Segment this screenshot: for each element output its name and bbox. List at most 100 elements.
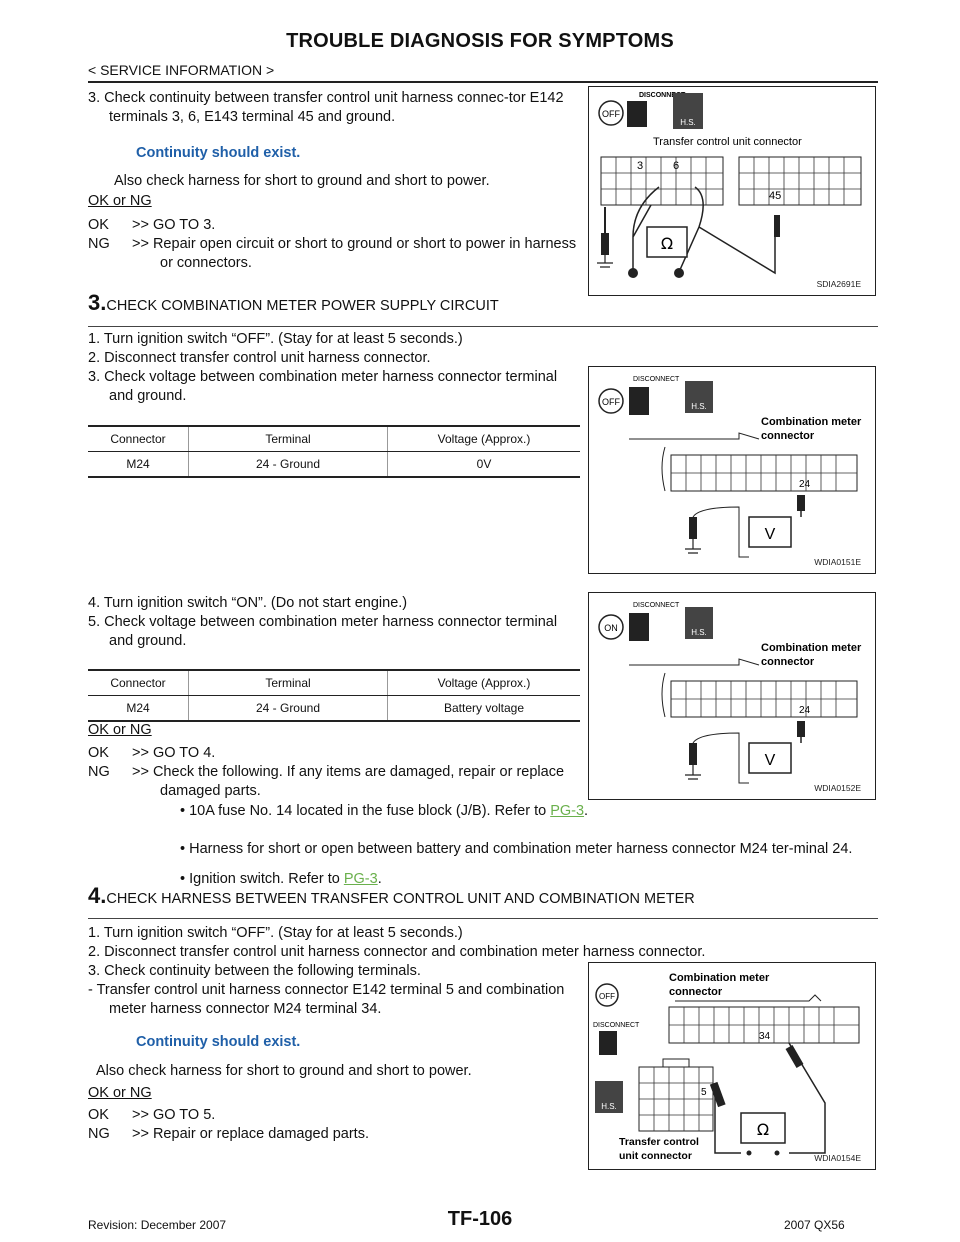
step3-number: 3.	[88, 290, 107, 315]
label-combination-meter: Combination meter	[761, 642, 862, 654]
terminal-24: 24	[799, 479, 811, 490]
hs-label: H.S.	[691, 402, 707, 411]
diagram-voltage-on: ON DISCONNECT H.S. Combination meter con…	[598, 602, 862, 784]
ng-key: NG	[88, 764, 110, 780]
disconnect-label: DISCONNECT	[593, 1022, 640, 1029]
bullet-fuse-text: • 10A fuse No. 14 located in the fuse bl…	[180, 803, 551, 819]
step4-title: CHECK HARNESS BETWEEN TRANSFER CONTROL U…	[106, 891, 695, 907]
col-terminal: Terminal	[188, 425, 388, 452]
volt-symbol: V	[765, 752, 776, 769]
diagram-continuity: OFF DISCONNECT H.S. Transfer control uni…	[597, 92, 862, 278]
step4-number: 4.	[88, 883, 107, 908]
label-unit-connector: unit connector	[619, 1150, 692, 1162]
cell-terminal: 24 - Ground	[188, 695, 388, 722]
terminal-6: 6	[673, 160, 679, 172]
disconnect-label: DISCONNECT	[633, 602, 680, 609]
terminal-3: 3	[637, 160, 643, 172]
ok-key: OK	[88, 745, 109, 761]
bullet-harness: • Harness for short or open between batt…	[180, 841, 853, 857]
figure-code: WDIA0151E	[814, 557, 861, 567]
figure-code: SDIA2691E	[816, 279, 861, 289]
step3-item2: 2. Disconnect transfer control unit harn…	[88, 350, 431, 366]
step3-item1: 1. Turn ignition switch “OFF”. (Stay for…	[88, 331, 463, 347]
diagram-harness-continuity: OFF DISCONNECT H.S. Combination meter co…	[593, 972, 860, 1162]
ohm-symbol: Ω	[661, 234, 673, 253]
continuity-spec: Continuity should exist.	[136, 145, 301, 161]
voltage-table-off: Connector Terminal Voltage (Approx.) M24…	[88, 425, 580, 478]
label-connector: connector	[669, 986, 723, 998]
ng-action: >> Repair open circuit or short to groun…	[132, 236, 577, 271]
figure-code: WDIA0152E	[814, 783, 861, 793]
step3-heading: 3.CHECK COMBINATION METER POWER SUPPLY C…	[88, 290, 499, 316]
step3-divider	[88, 326, 878, 327]
step4-item1: 1. Turn ignition switch “OFF”. (Stay for…	[88, 925, 463, 941]
bullet-ignition-text: • Ignition switch. Refer to	[180, 871, 344, 887]
step4-items: 1. Turn ignition switch “OFF”. (Stay for…	[88, 924, 878, 1019]
ng-key: NG	[88, 1126, 110, 1142]
off-label: OFF	[599, 992, 615, 1001]
step3-items-a: 1. Turn ignition switch “OFF”. (Stay for…	[88, 330, 578, 406]
hs-label: H.S.	[601, 1102, 617, 1111]
page-title: TROUBLE DIAGNOSIS FOR SYMPTOMS	[286, 30, 674, 52]
cell-connector: M24	[88, 695, 189, 722]
label-transfer-control: Transfer control	[619, 1136, 699, 1148]
terminal-45: 45	[769, 190, 781, 202]
cell-voltage: Battery voltage	[387, 695, 580, 722]
ohm-symbol: Ω	[757, 1120, 769, 1139]
continuity-spec: Continuity should exist.	[136, 1034, 301, 1050]
disconnect-label: DISCONNECT	[639, 92, 686, 99]
ng-action: >> Check the following. If any items are…	[132, 764, 565, 799]
figure-transfer-connector-continuity: OFF DISCONNECT H.S. Transfer control uni…	[588, 86, 876, 296]
volt-symbol: V	[765, 526, 776, 543]
step3-item5: 5. Check voltage between combination met…	[88, 614, 558, 649]
ng-action: >> Repair or replace damaged parts.	[132, 1126, 369, 1142]
header-divider	[88, 81, 878, 83]
connector-label: Transfer control unit connector	[653, 136, 802, 148]
cell-terminal: 24 - Ground	[188, 451, 388, 478]
bullet-fuse: • 10A fuse No. 14 located in the fuse bl…	[180, 803, 589, 819]
ok-action: >> GO TO 5.	[132, 1107, 216, 1123]
step2-item3: 3. Check continuity between transfer con…	[88, 90, 564, 125]
diagram-voltage-off: OFF DISCONNECT H.S. Combination meter co…	[598, 376, 862, 558]
hs-label: H.S.	[691, 628, 707, 637]
step3-item3: 3. Check voltage between combination met…	[88, 369, 558, 404]
label-connector: connector	[761, 656, 815, 668]
also-check-note: Also check harness for short to ground a…	[114, 173, 490, 189]
revision-date: Revision: December 2007	[88, 1218, 227, 1232]
ng-key: NG	[88, 236, 110, 252]
also-check-note: Also check harness for short to ground a…	[96, 1063, 472, 1079]
step4-item2: 2. Disconnect transfer control unit harn…	[88, 944, 706, 960]
step4-item3: 3. Check continuity between the followin…	[88, 963, 421, 979]
terminal-24: 24	[799, 705, 811, 716]
col-voltage: Voltage (Approx.)	[387, 425, 580, 452]
col-connector: Connector	[88, 669, 189, 696]
step4-heading: 4.CHECK HARNESS BETWEEN TRANSFER CONTROL…	[88, 883, 695, 909]
link-pg3-fuse[interactable]: PG-3	[550, 803, 585, 819]
ok-key: OK	[88, 217, 109, 233]
link-pg3-ignition[interactable]: PG-3	[343, 871, 378, 887]
figure-combination-meter-off: OFF DISCONNECT H.S. Combination meter co…	[588, 366, 876, 574]
figure-combination-meter-on: ON DISCONNECT H.S. Combination meter con…	[588, 592, 876, 800]
label-combination-meter: Combination meter	[669, 972, 770, 984]
breadcrumb: < SERVICE INFORMATION >	[88, 62, 275, 78]
voltage-table-on: Connector Terminal Voltage (Approx.) M24…	[88, 669, 580, 722]
figure-transfer-to-meter-continuity: OFF DISCONNECT H.S. Combination meter co…	[588, 962, 876, 1170]
step4-item4: - Transfer control unit harness connecto…	[88, 982, 565, 1017]
col-voltage: Voltage (Approx.)	[387, 669, 580, 696]
step2-results: OK >> GO TO 3. NG >> Repair open circuit o…	[88, 216, 578, 273]
hs-label: H.S.	[680, 118, 696, 127]
ok-key: OK	[88, 1107, 109, 1123]
cell-connector: M24	[88, 451, 189, 478]
cell-voltage: 0V	[387, 451, 580, 478]
step3-item4: 4. Turn ignition switch “ON”. (Do not st…	[88, 595, 408, 611]
ok-or-ng-label: OK or NG	[88, 722, 152, 738]
step3-items-b: 4. Turn ignition switch “ON”. (Do not st…	[88, 594, 578, 651]
ok-action: >> GO TO 4.	[132, 745, 216, 761]
col-terminal: Terminal	[188, 669, 388, 696]
disconnect-label: DISCONNECT	[633, 376, 680, 383]
ok-action: >> GO TO 3.	[132, 217, 216, 233]
model-year: 2007 QX56	[784, 1218, 845, 1232]
step3-results: OK >> GO TO 4. NG >> Check the following. …	[88, 744, 578, 801]
ok-or-ng-label: OK or NG	[88, 1085, 152, 1101]
ok-or-ng-label: OK or NG	[88, 193, 152, 209]
